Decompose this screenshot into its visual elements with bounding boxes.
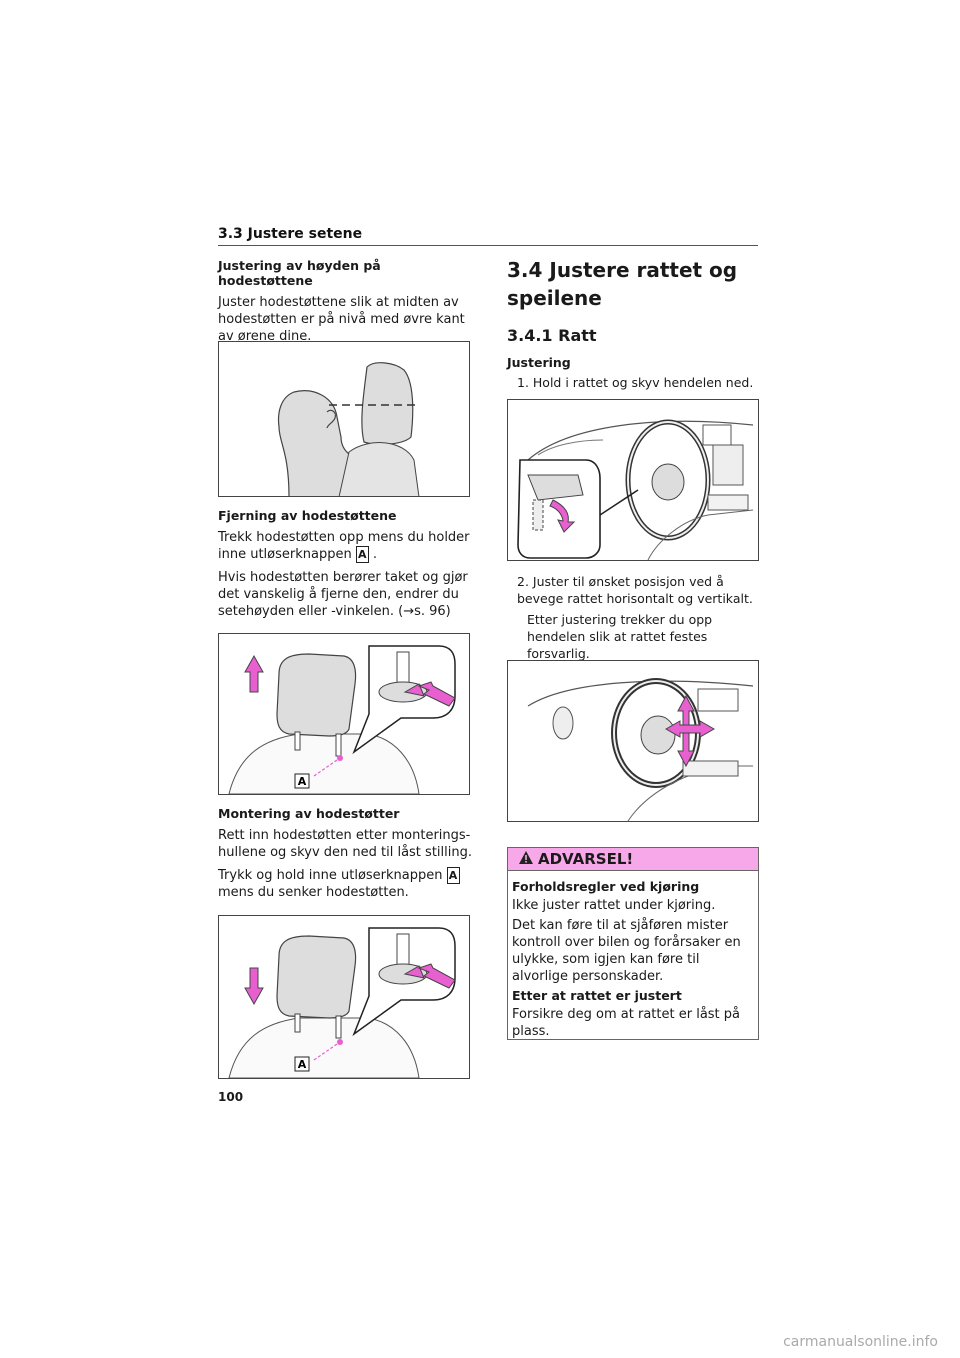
removal-note: Hvis hodestøtten berører taket og gjør d…	[218, 570, 468, 619]
headrest-height-figure	[218, 341, 470, 497]
warning-p1: Ikke juster rattet under kjøring.	[512, 898, 716, 913]
mount-text: Rett inn hodestøtten etter monterings-hu…	[218, 828, 472, 860]
right-column: 3.4 Justere rattet og speilene 3.4.1 Rat…	[507, 256, 757, 391]
height-text: Juster hodestøttene slik at midten av ho…	[218, 295, 465, 344]
left-column: Justering av høyden på hodestøttene Just…	[218, 258, 468, 345]
warning-p2: Det kan føre til at sjåføren mister kont…	[512, 918, 741, 984]
warning-triangle-icon	[518, 850, 534, 869]
warning-p3: Forsikre deg om at rattet er låst på pla…	[512, 1007, 741, 1039]
mount-note: Trykk og hold inne utløserknappen	[218, 868, 443, 883]
steering-lever-figure	[507, 399, 759, 561]
fig2-label-a: A	[298, 775, 307, 788]
removal-text-block: Trekk hodestøtten opp mens du holder inn…	[218, 529, 473, 563]
step-2: 2. Juster til ønsket posisjon ved å beve…	[517, 574, 753, 606]
mount-title: Montering av hodestøtter	[218, 806, 400, 821]
badge-a-2: A	[446, 867, 460, 884]
removal-title: Fjerning av hodestøttene	[218, 508, 397, 523]
step-1: 1. Hold i rattet og skyv hendelen ned.	[517, 375, 754, 390]
main-title: 3.4 Justere rattet og speilene	[507, 258, 738, 310]
badge-a: A	[355, 546, 369, 563]
sub-title: 3.4.1 Ratt	[507, 326, 597, 345]
mount-note-end: mens du senker hodestøtten.	[218, 885, 409, 900]
removal-text: Trekk hodestøtten opp mens du holder inn…	[218, 530, 470, 562]
step-2-note: Etter justering trekker du opp hendelen …	[527, 612, 713, 661]
removal-section: Fjerning av hodestøttene Trekk hodestøtt…	[218, 508, 473, 620]
removal-text-end: .	[372, 547, 377, 562]
header-rule	[218, 245, 758, 246]
adjust-title: Justering	[507, 355, 571, 370]
fig3-label-a: A	[298, 1058, 307, 1071]
warning-sub-2: Etter at rattet er justert	[512, 988, 682, 1003]
headrest-removal-figure: A	[218, 633, 470, 795]
warning-header: ADVARSEL!	[508, 848, 758, 871]
steering-adjust-figure	[507, 660, 759, 822]
watermark: carmanualsonline.info	[783, 1334, 938, 1350]
warning-title: ADVARSEL!	[538, 850, 634, 868]
step-2-section: 2. Juster til ønsket posisjon ved å beve…	[507, 573, 760, 662]
warning-sub-1: Forholdsregler ved kjøring	[512, 879, 700, 894]
height-title: Justering av høyden på hodestøttene	[218, 258, 381, 288]
mount-section: Montering av hodestøtter Rett inn hodest…	[218, 806, 473, 901]
headrest-mount-figure: A	[218, 915, 470, 1079]
page-number: 100	[218, 1090, 244, 1104]
section-header: 3.3 Justere setene	[218, 226, 363, 242]
warning-box: ADVARSEL! Forholdsregler ved kjøring Ikk…	[507, 847, 759, 1040]
